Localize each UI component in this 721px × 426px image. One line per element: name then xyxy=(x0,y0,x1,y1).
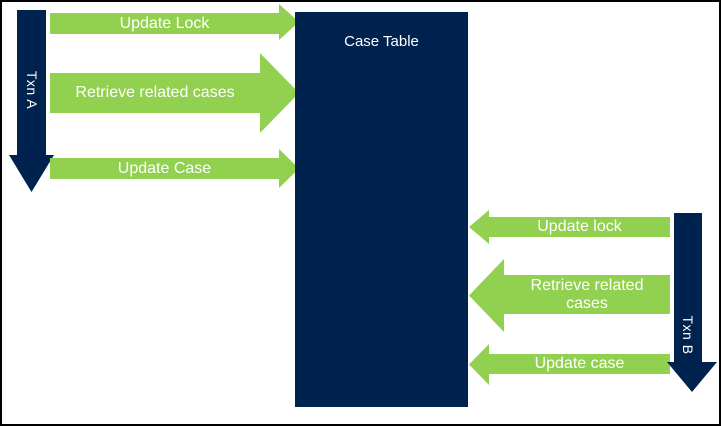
txn-a-lane-arrow: Txn A xyxy=(9,10,54,192)
arrow-retrieve-related-cases-txn-b: Retrieve related cases xyxy=(469,259,670,332)
case-table: Case Table xyxy=(295,12,468,407)
txn-b-lane-arrow: Txn B xyxy=(667,213,717,392)
arrow-retrieve-related-cases-txn-a: Retrieve related cases xyxy=(50,53,299,133)
arrow-retrieve-related-cases-txn-a-label: Retrieve related cases xyxy=(75,84,235,101)
txn-a-label: Txn A xyxy=(24,70,40,110)
arrow-update-lock-txn-b: Update lock xyxy=(469,210,670,244)
arrow-update-lock-txn-a-label: Update Lock xyxy=(119,14,210,32)
case-table-label: Case Table xyxy=(344,33,419,50)
txn-b-label: Txn B xyxy=(680,315,696,355)
arrow-update-case-txn-b-label: Update case xyxy=(534,355,625,372)
arrow-update-lock-txn-b-label: Update lock xyxy=(537,218,622,235)
arrow-update-case-txn-a: Update Case xyxy=(50,149,299,188)
arrow-update-lock-txn-a: Update Lock xyxy=(50,4,299,40)
arrow-update-case-txn-a-label: Update Case xyxy=(117,159,212,177)
arrow-retrieve-related-cases-txn-b-label: Retrieve related cases xyxy=(530,276,644,312)
arrow-update-case-txn-b: Update case xyxy=(469,344,670,385)
